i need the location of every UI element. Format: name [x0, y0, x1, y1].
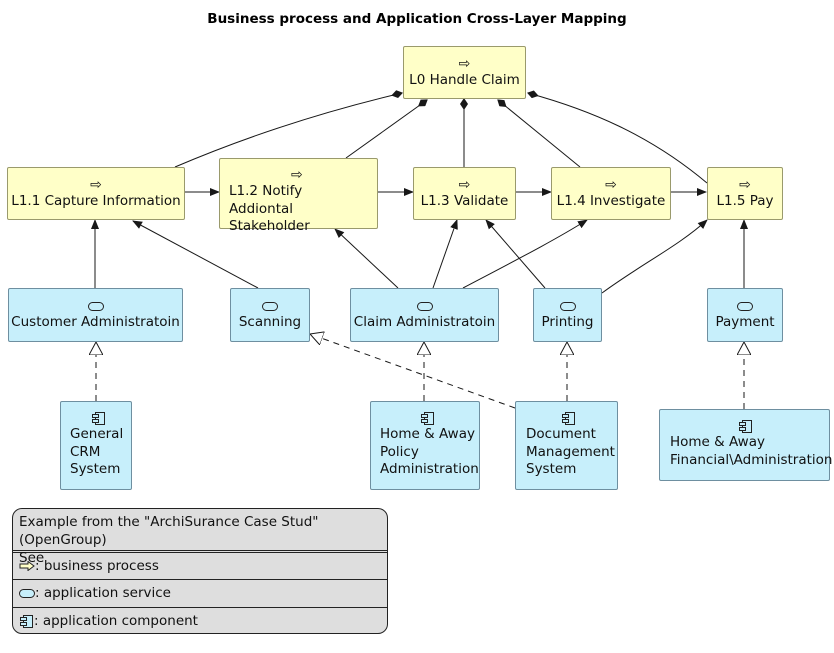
service-payment[interactable]: Payment: [707, 288, 783, 342]
component-icon: [562, 410, 617, 426]
pill-icon: [87, 298, 104, 314]
component-document-management-system[interactable]: Document Management System: [515, 401, 618, 490]
process-l13-validate[interactable]: ⇨ L1.3 Validate: [413, 167, 516, 220]
pill-icon: [262, 298, 278, 314]
realization-dms-scanning: [310, 334, 516, 409]
legend-service-label: : application service: [35, 585, 171, 601]
pill-icon: [559, 298, 576, 314]
process-label: L1.4 Investigate: [556, 192, 666, 209]
process-l11-capture-information[interactable]: ⇨ L1.1 Capture Information: [7, 167, 185, 220]
serving-printing-l13: [485, 219, 546, 289]
component-label: Home & Away Policy Administration: [380, 426, 479, 477]
arrow-icon: ⇨: [605, 176, 617, 193]
process-l0-handle-claim[interactable]: ⇨ L0 Handle Claim: [403, 46, 526, 99]
component-icon: [739, 418, 829, 434]
serving-claim-l13: [432, 219, 458, 289]
process-l15-pay[interactable]: ⇨ L1.5 Pay: [707, 167, 783, 220]
composition-l11-l0: [174, 90, 403, 168]
service-label: Customer Administratoin: [11, 314, 180, 331]
component-icon: [92, 410, 131, 426]
service-label: Printing: [541, 314, 594, 331]
arrow-icon: ⇨: [458, 176, 471, 193]
service-claim-administration[interactable]: Claim Administratoin: [350, 288, 499, 342]
arrow-icon: ⇨: [90, 176, 102, 193]
component-icon: [20, 614, 33, 628]
service-label: Payment: [715, 314, 775, 331]
component-label: Document Management System: [526, 426, 615, 477]
component-label: Home & Away Financial\Administration: [670, 434, 833, 468]
arrow-icon: ⇨: [291, 167, 303, 183]
legend-process-label: : business process: [35, 558, 159, 574]
serving-printing-l15: [601, 219, 708, 294]
serving-claim-l14: [462, 219, 588, 289]
process-label: L1.5 Pay: [716, 192, 774, 209]
serving-scanning-l11: [132, 220, 259, 289]
service-printing[interactable]: Printing: [533, 288, 602, 342]
legend-row-process: : business process: [13, 550, 387, 579]
service-label: Scanning: [238, 314, 302, 331]
component-label: General CRM System: [70, 426, 124, 477]
pill-icon: [416, 298, 433, 314]
legend-component-label: : application component: [34, 613, 198, 629]
legend-row-service: : application service: [13, 579, 387, 607]
component-general-crm-system[interactable]: General CRM System: [60, 401, 132, 490]
component-policy-administration[interactable]: Home & Away Policy Administration: [370, 401, 480, 490]
composition-l15-l0: [527, 90, 708, 184]
legend: Example from the "ArchiSurance Case Stud…: [12, 508, 388, 634]
component-financial-administration[interactable]: Home & Away Financial\Administration: [659, 409, 833, 481]
process-label: L0 Handle Claim: [409, 71, 520, 88]
serving-claim-l12: [334, 228, 399, 289]
process-label: L1.2 Notify Addiontal Stakeholder: [229, 183, 310, 234]
legend-header: Example from the "ArchiSurance Case Stud…: [19, 514, 319, 566]
process-l14-investigate[interactable]: ⇨ L1.4 Investigate: [551, 167, 671, 220]
arrow-icon: ⇨: [458, 55, 471, 72]
composition-l12-l0: [345, 99, 428, 159]
composition-l14-l0: [497, 99, 581, 168]
process-label: L1.3 Validate: [420, 192, 509, 209]
arrow-icon: [19, 561, 35, 571]
service-customer-administration[interactable]: Customer Administratoin: [8, 288, 183, 342]
process-l12-notify-stakeholder[interactable]: ⇨ L1.2 Notify Addiontal Stakeholder: [219, 158, 378, 234]
service-label: Claim Administratoin: [353, 314, 496, 331]
component-icon: [421, 410, 479, 426]
process-label: L1.1 Capture Information: [11, 192, 181, 209]
service-scanning[interactable]: Scanning: [230, 288, 310, 342]
pill-icon: [19, 588, 35, 598]
diagram-title: Business process and Application Cross-L…: [207, 11, 627, 27]
pill-icon: [737, 298, 753, 314]
legend-row-component: : application component: [13, 607, 387, 633]
arrow-icon: ⇨: [739, 176, 751, 193]
